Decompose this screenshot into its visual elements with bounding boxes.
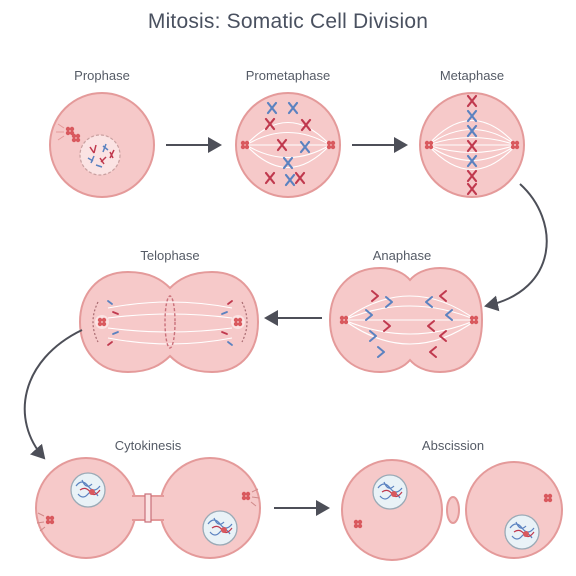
label-prometaphase: Prometaphase — [245, 68, 331, 83]
label-telophase: Telophase — [140, 248, 200, 263]
nucleus-right — [202, 510, 238, 546]
nucleus-abscission-right — [504, 514, 540, 550]
nucleus-abscission-left — [372, 474, 408, 510]
cell-telophase — [78, 270, 260, 374]
cell-prophase — [49, 92, 155, 198]
label-metaphase: Metaphase — [439, 68, 505, 83]
flow-arrows — [23, 137, 548, 516]
arrow-metaphase-to-anaphase — [484, 183, 548, 312]
cell-prometaphase — [235, 92, 341, 198]
cell-abscission — [341, 459, 563, 561]
nucleus-left — [70, 472, 106, 508]
cell-metaphase — [419, 92, 525, 198]
cell-anaphase — [328, 266, 484, 374]
label-cytokinesis: Cytokinesis — [114, 438, 182, 453]
prophase-chromosomes — [87, 143, 115, 168]
diagram-title: Mitosis: Somatic Cell Division — [147, 10, 429, 33]
label-anaphase: Anaphase — [372, 248, 432, 263]
label-prophase: Prophase — [74, 68, 130, 83]
label-abscission: Abscission — [421, 438, 485, 453]
cell-cytokinesis — [35, 457, 261, 559]
arrow-telophase-to-cytokinesis — [23, 329, 83, 460]
